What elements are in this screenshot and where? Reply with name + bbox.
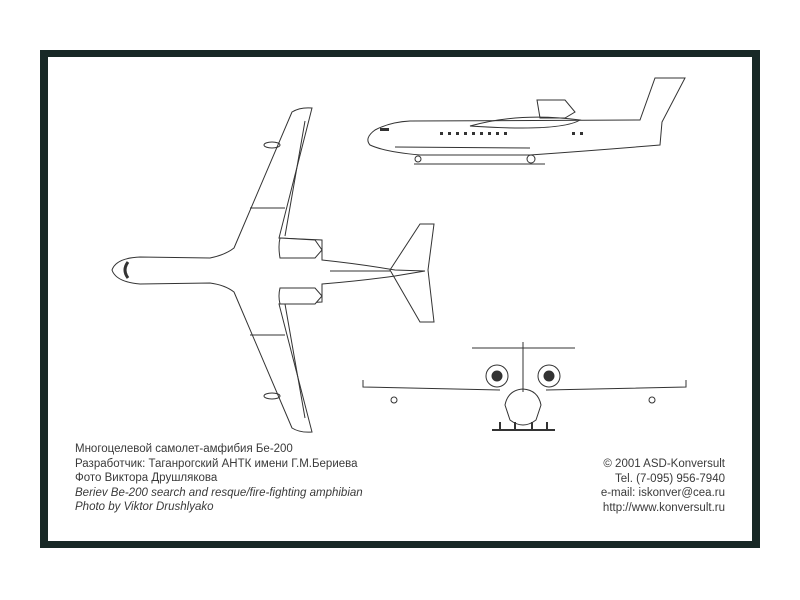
email: e-mail: iskonver@cea.ru — [600, 487, 725, 500]
caption-block: Многоцелевой самолет-амфибия Бе-200 Разр… — [75, 442, 363, 515]
side-view — [367, 77, 686, 165]
title-en: Beriev Be-200 search and resque/fire-fig… — [75, 486, 363, 499]
website: http://www.konversult.ru — [602, 501, 725, 514]
publisher-block: © 2001 ASD-Konversult Tel. (7-095) 956-7… — [601, 457, 725, 515]
copyright: © 2001 ASD-Konversult — [603, 458, 725, 470]
front-view — [362, 342, 687, 431]
plan-view — [111, 107, 435, 433]
photo-credit-ru: Фото Виктора Друшлякова — [75, 472, 218, 485]
telephone: Tel. (7-095) 956-7940 — [615, 472, 725, 485]
photo-credit-en: Photo by Viktor Drushlyako — [75, 501, 214, 514]
postcard — [48, 57, 752, 541]
developer-ru: Разработчик: Таганрогский АНТК имени Г.М… — [75, 457, 358, 470]
title-ru: Многоцелевой самолет-амфибия Бе-200 — [75, 443, 293, 455]
